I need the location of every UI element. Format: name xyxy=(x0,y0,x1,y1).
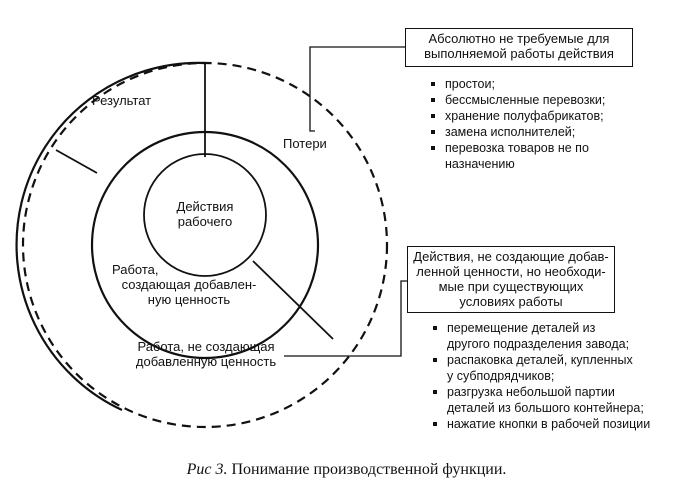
center-line-1: Действия xyxy=(176,199,234,214)
work-adding-label: Работа, создающая добавлен- ную ценность xyxy=(104,262,274,307)
divider-left xyxy=(55,149,98,174)
center-label: Действия рабочего xyxy=(160,199,250,229)
list-item: хранение полуфабрикатов; xyxy=(431,108,605,124)
bullet-icon xyxy=(433,326,437,330)
list-item-continuation: деталей из большого контейнера; xyxy=(447,401,644,415)
necessary-box-line-1: Действия, не создающие добав- xyxy=(413,249,609,264)
list-item: нажатие кнопки в рабочей позиции xyxy=(433,416,650,432)
list-item: замена исполнителей; xyxy=(431,124,605,140)
list-item: простои; xyxy=(431,76,605,92)
work-nonadding-label: Работа, не создающая добавленную ценност… xyxy=(126,339,286,369)
bullet-icon xyxy=(431,146,435,150)
list-item: распаковка деталей, купленных xyxy=(433,352,650,368)
necessary-nonvalue-list: перемещение деталей из другого подраздел… xyxy=(433,320,650,432)
outer-solid-arc xyxy=(15,61,206,411)
caption-prefix: Рис 3. xyxy=(186,461,228,478)
unneeded-actions-list: простои; бессмысленные перевозки; хранен… xyxy=(431,76,605,172)
work-nonadding-line-2: добавленную ценность xyxy=(135,354,277,369)
list-item-continuation: другого подразделения завода; xyxy=(447,337,630,351)
list-item: бессмысленные перевозки; xyxy=(431,92,605,108)
unneeded-box-line-1: Абсолютно не требуемые для xyxy=(428,31,610,46)
list-item-continuation: назначению xyxy=(445,157,515,171)
necessary-box-line-3: мые при существующих xyxy=(438,279,584,294)
work-adding-line-3: ную ценность xyxy=(147,292,231,307)
necessary-nonvalue-box: Действия, не создающие добав- ленной цен… xyxy=(407,246,615,313)
caption-text: Понимание производственной функции. xyxy=(231,461,507,478)
center-line-2: рабочего xyxy=(177,214,233,229)
unneeded-box-line-2: выполняемой работы действия xyxy=(424,46,614,61)
work-adding-line-2: создающая добавлен- xyxy=(121,277,257,292)
result-label: Результат xyxy=(92,93,152,108)
necessary-box-line-2: ленной ценности, но необходи- xyxy=(416,264,606,279)
work-adding-line-1: Работа, xyxy=(112,262,159,277)
losses-label: Потери xyxy=(283,136,327,151)
middle-ring xyxy=(90,130,320,360)
list-item: перевозка товаров не по xyxy=(431,140,605,156)
bullet-icon xyxy=(431,130,435,134)
divider-lower-right xyxy=(252,260,334,340)
bullet-icon xyxy=(433,358,437,362)
list-item: перемещение деталей из xyxy=(433,320,650,336)
necessary-box-line-4: условиях работы xyxy=(459,294,563,309)
figure-caption: Рис 3. Понимание производственной функци… xyxy=(0,461,693,479)
connector-top xyxy=(309,46,405,132)
list-item-continuation: у субподрядчиков; xyxy=(447,369,555,383)
unneeded-actions-box: Абсолютно не требуемые для выполняемой р… xyxy=(405,28,633,67)
bullet-icon xyxy=(433,390,437,394)
list-item: разгрузка небольшой партии xyxy=(433,384,650,400)
connector-bottom xyxy=(284,280,407,357)
bullet-icon xyxy=(431,114,435,118)
bullet-icon xyxy=(431,82,435,86)
bullet-icon xyxy=(431,98,435,102)
work-nonadding-line-1: Работа, не создающая xyxy=(137,339,275,354)
bullet-icon xyxy=(433,422,437,426)
